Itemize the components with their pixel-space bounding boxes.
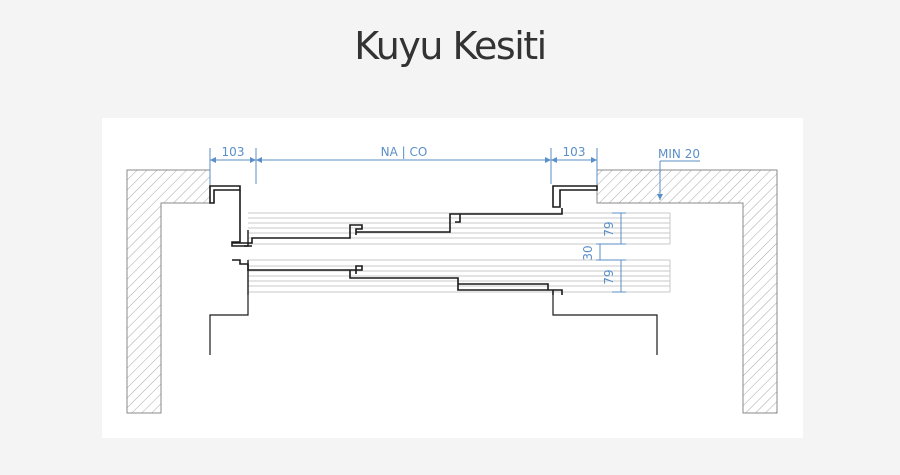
dimension-arrows (210, 157, 663, 200)
shaft-section-diagram: 103 NA | CO 103 MIN 20 79 30 79 (102, 118, 803, 438)
door-frame-left-return (231, 190, 252, 247)
dim-opening: NA | CO (381, 145, 428, 159)
door-frame-right (552, 185, 598, 208)
front-wall-right (552, 295, 658, 355)
shaft-wall-left (126, 169, 211, 414)
dim-gap: 30 (581, 245, 595, 260)
lower-leaf-profile (232, 259, 563, 295)
lower-door-panels (248, 259, 671, 293)
dim-panel-upper: 79 (602, 221, 616, 236)
shaft-wall-right (596, 169, 778, 414)
upper-leaf-profile (232, 208, 563, 244)
diagram-canvas: 103 NA | CO 103 MIN 20 79 30 79 (126, 145, 778, 414)
dim-panel-lower: 79 (602, 269, 616, 284)
dim-right-width: 103 (563, 145, 586, 159)
page-title: Kuyu Kesiti (354, 24, 547, 68)
upper-leaf-hook (244, 230, 249, 247)
door-frame-left (209, 185, 241, 204)
front-wall-left (209, 295, 249, 355)
dimension-lines (209, 148, 700, 293)
dim-left-width: 103 (222, 145, 245, 159)
dim-min-depth: MIN 20 (658, 147, 700, 161)
